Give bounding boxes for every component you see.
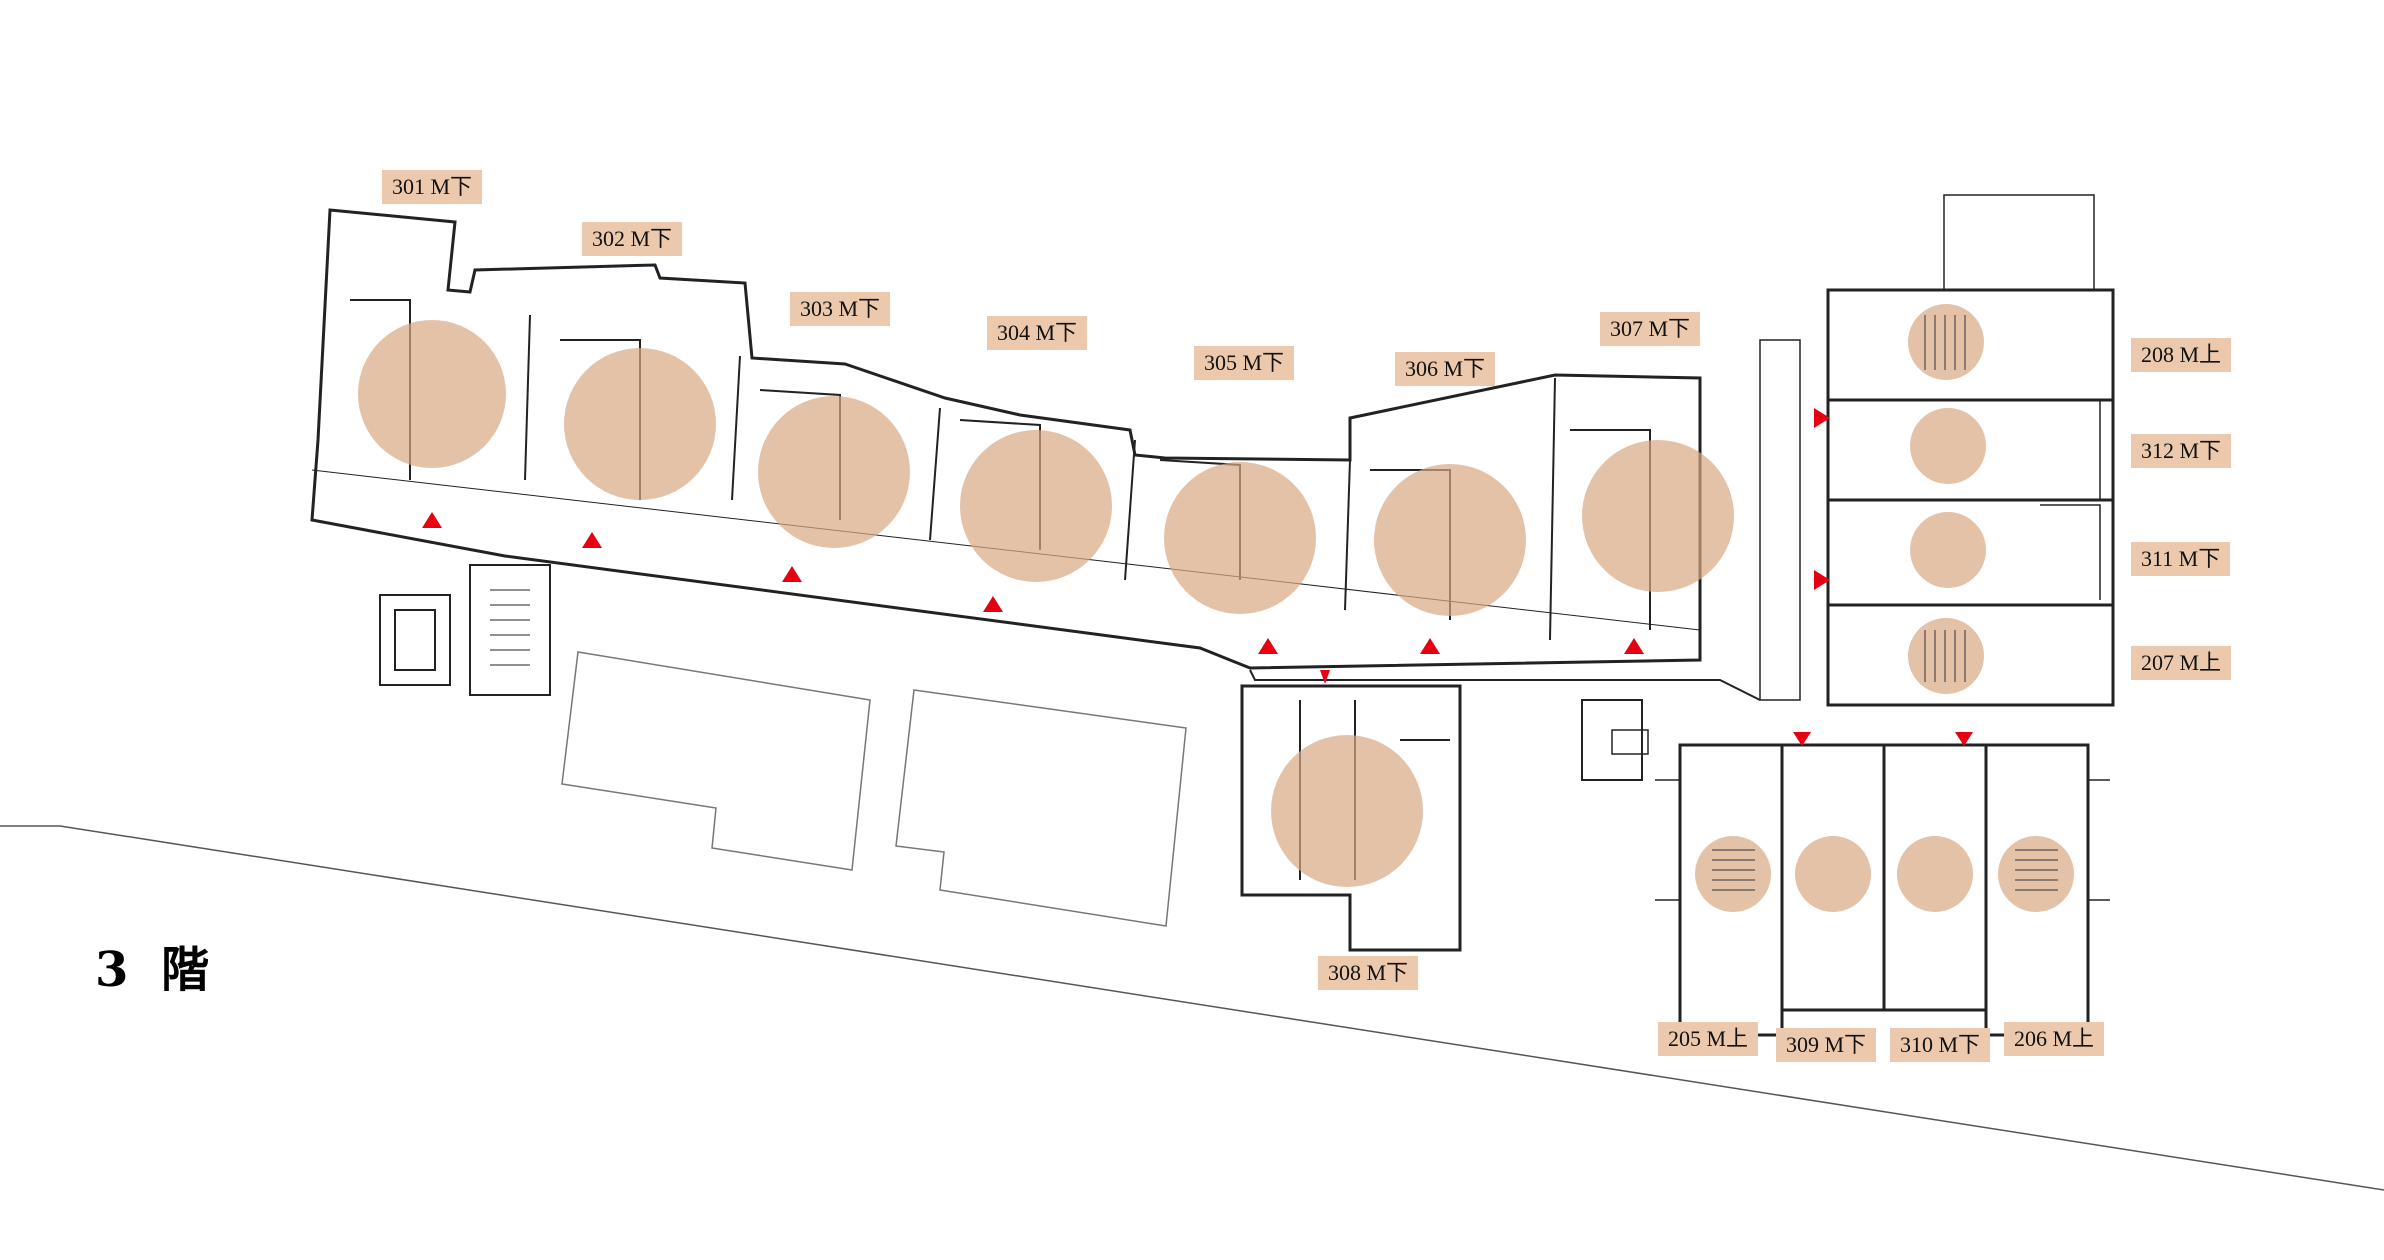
circle-207 xyxy=(1908,618,1984,694)
entrance-marker-208 xyxy=(1814,408,1830,428)
unit-label-207: 207 M上 xyxy=(2131,646,2232,680)
circle-306 xyxy=(1374,464,1526,616)
entrance-marker-301 xyxy=(422,512,442,528)
circle-303 xyxy=(758,396,910,548)
circle-208 xyxy=(1908,304,1984,380)
site-boundary-line xyxy=(0,825,2384,1191)
circle-307 xyxy=(1582,440,1734,592)
unit-label-305: 305 M下 xyxy=(1194,346,1295,380)
entrance-marker-307 xyxy=(1624,638,1644,654)
entrance-marker-303 xyxy=(782,566,802,582)
circle-305 xyxy=(1164,462,1316,614)
stair-hatches xyxy=(1712,315,2058,891)
circle-206 xyxy=(1998,836,2074,912)
parking-outline-left xyxy=(561,651,871,871)
unit-label-306: 306 M下 xyxy=(1395,352,1496,386)
circle-311 xyxy=(1910,512,1986,588)
unit-label-307: 307 M下 xyxy=(1600,312,1701,346)
entrance-marker-305 xyxy=(1258,638,1278,654)
unit-label-308: 308 M下 xyxy=(1318,956,1419,990)
right-cluster-upper xyxy=(1759,194,2115,707)
unit-label-205: 205 M上 xyxy=(1658,1022,1759,1056)
entrance-marker-304 xyxy=(983,596,1003,612)
entrance-marker-311 xyxy=(1814,570,1830,590)
unit-label-206: 206 M上 xyxy=(2004,1022,2105,1056)
circle-308 xyxy=(1271,735,1423,887)
circle-205 xyxy=(1695,836,1771,912)
entrance-marker-308 xyxy=(1320,670,1330,684)
unit-label-208: 208 M上 xyxy=(2131,338,2232,372)
parking-outline-right xyxy=(895,689,1187,927)
circle-301 xyxy=(358,320,506,468)
living-circles xyxy=(358,304,2074,912)
entrance-marker-309 xyxy=(1793,732,1811,746)
corridor-line xyxy=(1249,669,1761,701)
entrance-markers xyxy=(422,408,1973,746)
unit-label-311: 311 M下 xyxy=(2131,542,2231,576)
circle-302 xyxy=(564,348,716,500)
unit-label-303: 303 M下 xyxy=(790,292,891,326)
left-stair xyxy=(379,564,551,696)
unit-label-312: 312 M下 xyxy=(2131,434,2232,468)
left-wing-block xyxy=(310,208,1702,670)
circle-310 xyxy=(1897,836,1973,912)
circle-309 xyxy=(1795,836,1871,912)
unit-label-302: 302 M下 xyxy=(582,222,683,256)
entrance-marker-306 xyxy=(1420,638,1440,654)
unit-label-304: 304 M下 xyxy=(987,316,1088,350)
unit-label-301: 301 M下 xyxy=(382,170,483,204)
entrance-marker-310 xyxy=(1955,732,1973,746)
unit-label-310: 310 M下 xyxy=(1890,1028,1991,1062)
floor-label: 3 階 xyxy=(95,942,218,998)
circle-312 xyxy=(1910,408,1986,484)
entrance-marker-302 xyxy=(582,532,602,548)
unit-label-309: 309 M下 xyxy=(1776,1028,1877,1062)
circle-304 xyxy=(960,430,1112,582)
